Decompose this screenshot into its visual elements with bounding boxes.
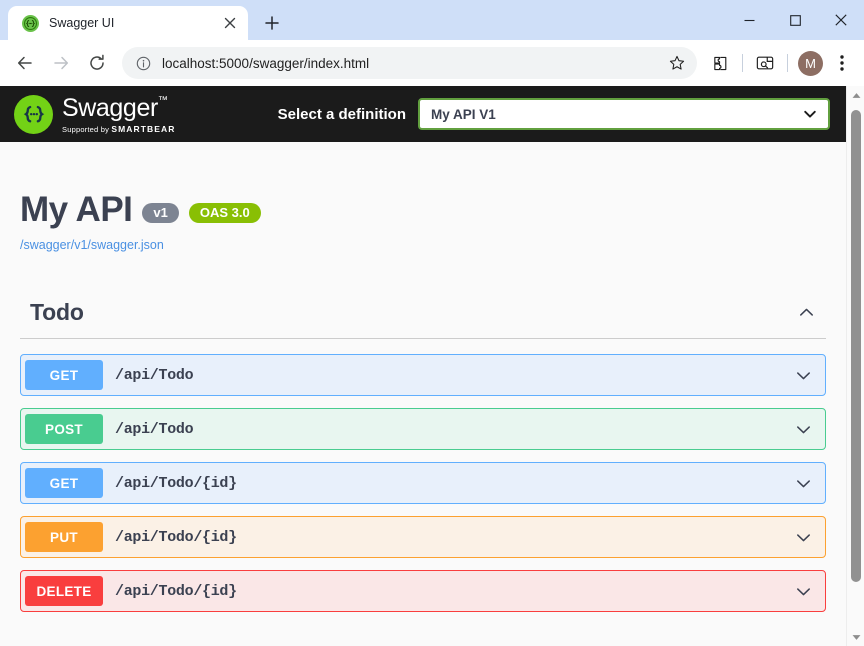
chevron-down-icon[interactable] [794, 366, 813, 385]
new-tab-button[interactable] [258, 9, 286, 37]
definition-select[interactable]: My API V1 [418, 98, 830, 130]
window-close-icon[interactable] [818, 0, 864, 40]
operation-path: /api/Todo/{id} [115, 474, 237, 492]
http-method-badge: GET [25, 360, 103, 390]
page-scrollbar[interactable] [846, 86, 864, 646]
operation-path: /api/Todo/{id} [115, 528, 237, 546]
operation-row[interactable]: GET /api/Todo [20, 354, 826, 396]
page-viewport: Swagger™ Supported by SMARTBEAR Select a… [0, 86, 846, 646]
api-info-block: My API v1 OAS 3.0 /swagger/v1/swagger.js… [0, 142, 846, 254]
profile-avatar[interactable]: M [798, 50, 823, 76]
operation-list: GET /api/Todo POST /api/Todo GET /api/To… [20, 354, 826, 612]
sponsor-brand: SMARTBEAR [111, 124, 176, 134]
swagger-topbar: Swagger™ Supported by SMARTBEAR Select a… [0, 86, 846, 142]
forward-arrow-icon[interactable] [44, 46, 78, 80]
chevron-down-icon[interactable] [794, 420, 813, 439]
operation-path: /api/Todo [115, 366, 194, 384]
operation-path: /api/Todo/{id} [115, 582, 237, 600]
browser-toolbar: localhost:5000/swagger/index.html M [0, 40, 864, 86]
spec-url-link[interactable]: /swagger/v1/swagger.json [20, 238, 164, 252]
scroll-down-arrow-icon[interactable] [847, 628, 864, 646]
bookmark-star-icon[interactable] [663, 49, 691, 77]
scroll-up-arrow-icon[interactable] [847, 86, 864, 104]
swagger-wordmark: Swagger™ [62, 94, 168, 122]
tag-section-todo: Todo GET /api/Todo POST /api/Todo [0, 299, 846, 612]
swagger-logo-text: Swagger™ Supported by SMARTBEAR [62, 94, 176, 135]
scrollbar-thumb[interactable] [851, 110, 861, 582]
operation-row[interactable]: POST /api/Todo [20, 408, 826, 450]
chevron-down-icon[interactable] [802, 106, 818, 122]
version-badge: v1 [142, 202, 179, 224]
http-method-badge: PUT [25, 522, 103, 552]
chevron-down-icon[interactable] [794, 582, 813, 601]
browser-tab[interactable]: Swagger UI [8, 6, 248, 40]
page-title: My API [20, 190, 133, 229]
swagger-sponsor-line: Supported by SMARTBEAR [62, 124, 176, 134]
swagger-favicon-icon [22, 14, 39, 32]
oas-badge: OAS 3.0 [188, 202, 261, 224]
swagger-logo-icon [14, 95, 53, 134]
back-arrow-icon[interactable] [8, 46, 42, 80]
definition-select-value: My API V1 [431, 106, 496, 122]
toolbar-divider [742, 54, 743, 72]
address-bar[interactable]: localhost:5000/swagger/index.html [122, 47, 697, 79]
sponsor-prefix: Supported by [62, 125, 112, 134]
tab-title: Swagger UI [49, 16, 115, 30]
api-title-row: My API v1 OAS 3.0 [20, 190, 826, 230]
tag-name: Todo [30, 299, 84, 325]
side-panel-search-icon[interactable] [750, 48, 780, 78]
operation-row[interactable]: DELETE /api/Todo/{id} [20, 570, 826, 612]
three-dot-menu-icon[interactable] [828, 48, 856, 78]
window-controls [726, 0, 864, 40]
toolbar-divider [787, 54, 788, 72]
tab-strip: Swagger UI [0, 0, 864, 40]
chevron-down-icon[interactable] [794, 528, 813, 547]
tab-close-icon[interactable] [220, 13, 240, 33]
http-method-badge: POST [25, 414, 103, 444]
http-method-badge: DELETE [25, 576, 103, 606]
operation-path: /api/Todo [115, 420, 194, 438]
tag-header-todo[interactable]: Todo [20, 299, 826, 339]
url-text[interactable]: localhost:5000/swagger/index.html [162, 55, 370, 71]
reload-icon[interactable] [80, 46, 114, 80]
maximize-icon[interactable] [772, 0, 818, 40]
operation-row[interactable]: GET /api/Todo/{id} [20, 462, 826, 504]
chevron-down-icon[interactable] [794, 474, 813, 493]
operation-row[interactable]: PUT /api/Todo/{id} [20, 516, 826, 558]
page-info-icon[interactable] [134, 54, 152, 72]
definition-selector-group: Select a definition My API V1 [278, 98, 832, 130]
scrollbar-track[interactable] [847, 104, 864, 628]
minimize-icon[interactable] [726, 0, 772, 40]
extensions-puzzle-icon[interactable] [705, 48, 735, 78]
chevron-up-icon[interactable] [797, 303, 816, 322]
swagger-logo-link[interactable]: Swagger™ Supported by SMARTBEAR [14, 94, 176, 134]
http-method-badge: GET [25, 468, 103, 498]
select-definition-label: Select a definition [277, 105, 406, 123]
